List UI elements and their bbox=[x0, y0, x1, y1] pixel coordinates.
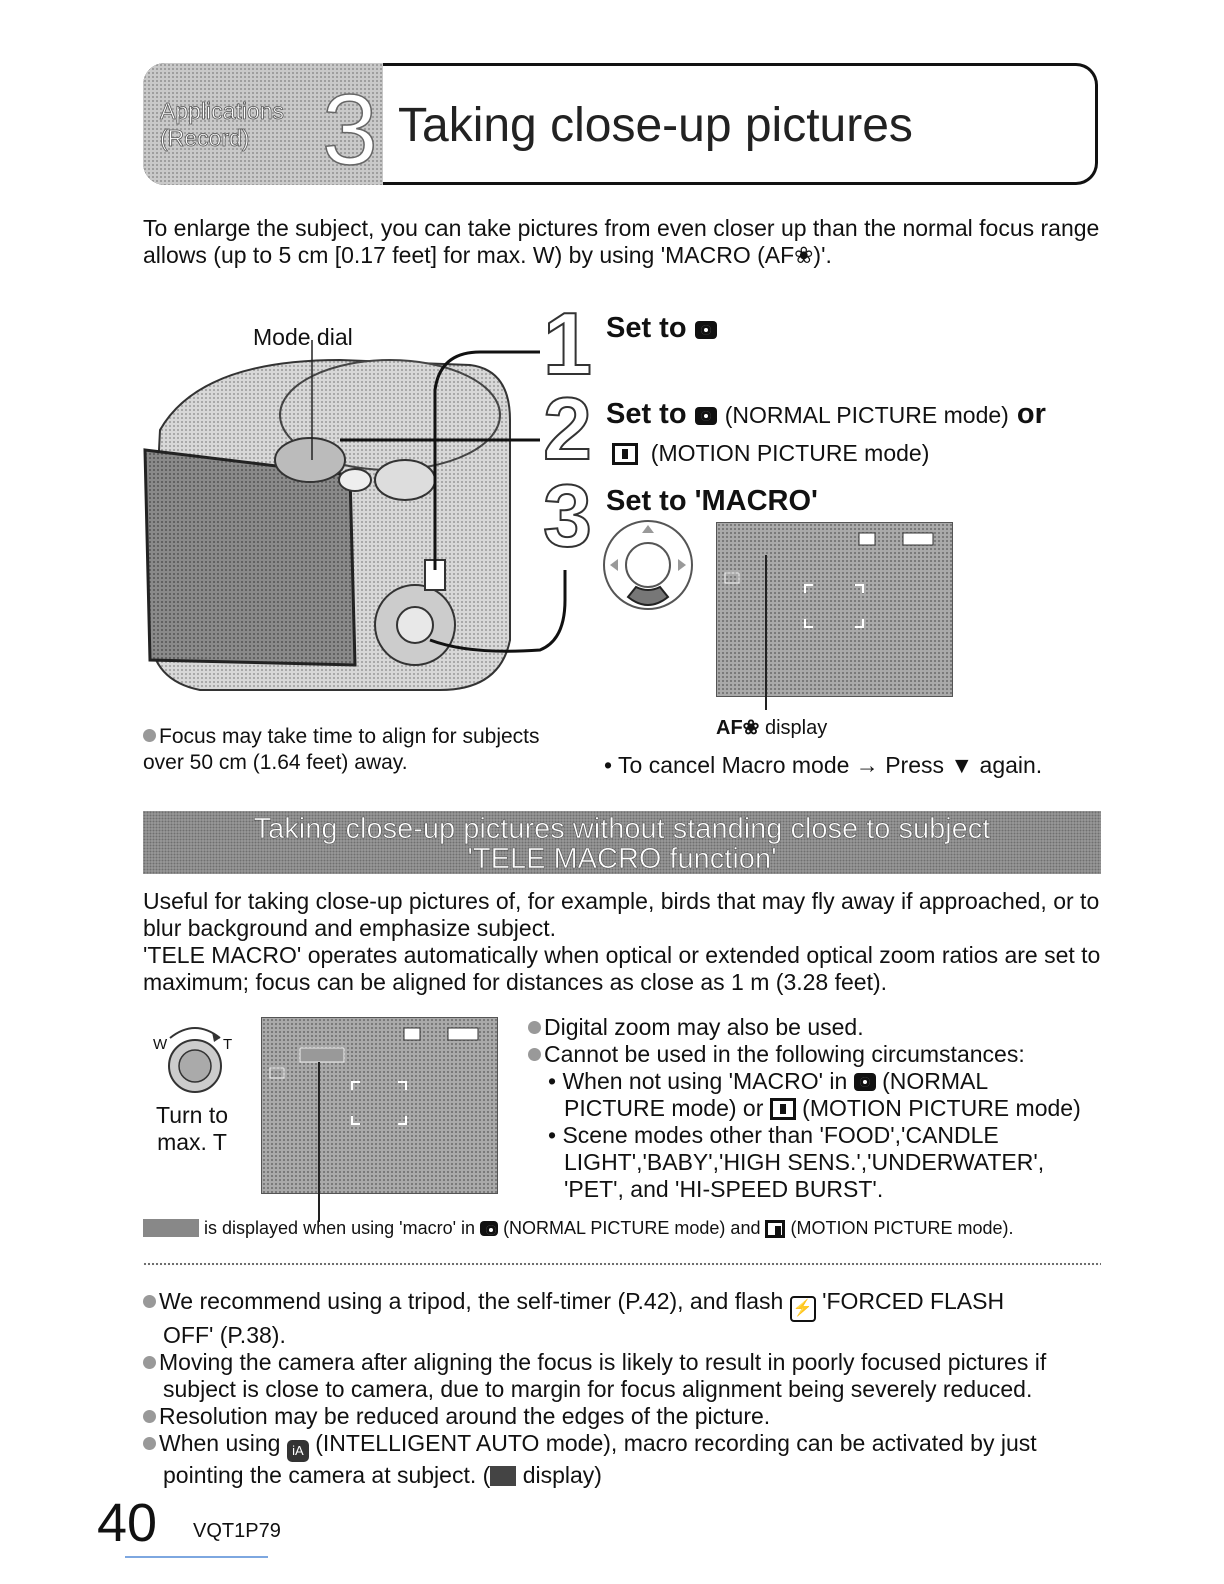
step-2-title: Set to (NORMAL PICTURE mode) or bbox=[606, 398, 1086, 431]
af-macro-icon: AF❀ bbox=[716, 717, 760, 739]
sub2-text-a: • Scene modes other than 'FOOD','CANDLE bbox=[548, 1122, 999, 1148]
bullet-icon bbox=[143, 1437, 156, 1450]
turn-label: Turn to max. T bbox=[156, 1102, 228, 1156]
bullet-icon bbox=[143, 1356, 156, 1369]
cursor-pad-icon bbox=[603, 520, 693, 610]
motion-picture-icon bbox=[769, 1098, 796, 1120]
af-leader-line bbox=[765, 555, 767, 710]
flash-off-icon: ⚡ bbox=[789, 1296, 816, 1322]
header-frame bbox=[143, 63, 1098, 185]
camera-illustration bbox=[143, 340, 567, 691]
bullet-icon bbox=[143, 1295, 156, 1308]
turn-label-line2: max. T bbox=[157, 1129, 227, 1155]
focus-note: Focus may take time to align for subject… bbox=[143, 724, 543, 776]
bullet-icon bbox=[143, 729, 156, 742]
zoom-w-label: W bbox=[153, 1036, 168, 1053]
tele-macro-icon bbox=[143, 1219, 199, 1237]
intelligent-auto-icon: iA bbox=[286, 1440, 309, 1462]
tele-para-2: 'TELE MACRO' operates automatically when… bbox=[143, 942, 1101, 995]
tele-bullets: Digital zoom may also be used. Cannot be… bbox=[528, 1014, 1108, 1203]
bullet-digital-zoom: Digital zoom may also be used. bbox=[544, 1014, 864, 1040]
tele-caption: is displayed when using 'macro' in (NORM… bbox=[143, 1218, 1014, 1239]
header-category-tab bbox=[143, 63, 383, 185]
camera-mode-icon bbox=[694, 321, 717, 339]
note4-a: When using bbox=[159, 1430, 281, 1456]
bullet-icon bbox=[528, 1021, 541, 1034]
band-line1: Taking close-up pictures without standin… bbox=[253, 813, 991, 845]
step-3-title: Set to 'MACRO' bbox=[606, 485, 818, 517]
band-line2: 'TELE MACRO function' bbox=[467, 843, 777, 875]
sub2-text-b: LIGHT','BABY','HIGH SENS.','UNDERWATER', bbox=[564, 1149, 1045, 1175]
zoom-lever-icon bbox=[168, 1027, 222, 1093]
tele-para-1: Useful for taking close-up pictures of, … bbox=[143, 888, 1100, 941]
af-display-text: display bbox=[764, 717, 828, 739]
note1-b: 'FORCED FLASH bbox=[822, 1288, 1005, 1314]
step-1-number: 1 bbox=[542, 294, 593, 393]
note2-a: Moving the camera after aligning the foc… bbox=[159, 1349, 1047, 1375]
lcd-tele-macro-screen bbox=[261, 1017, 498, 1194]
step-2-number: 2 bbox=[542, 379, 593, 478]
note4-c: pointing the camera at subject. ( bbox=[163, 1462, 491, 1488]
caption-text-a: is displayed when using 'macro' in bbox=[204, 1218, 476, 1238]
page-title: Taking close-up pictures bbox=[398, 99, 913, 152]
note1-a: We recommend using a tripod, the self-ti… bbox=[159, 1288, 784, 1314]
af-display-label: AF❀ display bbox=[716, 715, 827, 740]
sub1-text-c: PICTURE mode) or bbox=[564, 1095, 764, 1121]
page-number: 40 bbox=[97, 1493, 158, 1553]
lcd-macro-screen bbox=[716, 522, 953, 697]
motion-picture-label: (MOTION PICTURE mode) bbox=[650, 440, 930, 466]
bullet-cannot-use: Cannot be used in the following circumst… bbox=[544, 1041, 1025, 1067]
caption-text-c: (MOTION PICTURE mode). bbox=[790, 1218, 1014, 1238]
cancel-macro-note: • To cancel Macro mode → Press ▼ again. bbox=[604, 752, 1043, 778]
camera-mode-icon bbox=[694, 407, 717, 425]
turn-label-line1: Turn to bbox=[156, 1102, 229, 1128]
mode-dial-label: Mode dial bbox=[253, 324, 353, 350]
step-2-motion: (MOTION PICTURE mode) bbox=[612, 440, 929, 467]
or-label: or bbox=[1016, 398, 1046, 430]
bullet-icon bbox=[528, 1048, 541, 1061]
focus-note-text: Focus may take time to align for subject… bbox=[143, 725, 540, 774]
step-1-text: Set to bbox=[606, 312, 687, 344]
macro-scene-icon bbox=[490, 1466, 517, 1486]
intro-text: To enlarge the subject, you can take pic… bbox=[143, 215, 1100, 268]
footer-line bbox=[125, 1556, 268, 1558]
note4-b: (INTELLIGENT AUTO mode), macro recording… bbox=[315, 1430, 1037, 1456]
tele-leader-line bbox=[318, 1062, 320, 1222]
manual-code: VQT1P79 bbox=[193, 1520, 281, 1542]
motion-picture-icon bbox=[612, 443, 638, 465]
notes-list: We recommend using a tripod, the self-ti… bbox=[143, 1288, 1113, 1489]
note3: Resolution may be reduced around the edg… bbox=[159, 1403, 771, 1429]
camera-mode-icon bbox=[853, 1073, 876, 1091]
zoom-t-label: T bbox=[223, 1036, 233, 1053]
category-line1: Applications bbox=[160, 98, 285, 125]
note2-b: subject is close to camera, due to margi… bbox=[163, 1376, 1033, 1402]
motion-picture-icon bbox=[765, 1220, 786, 1238]
camera-mode-icon bbox=[480, 1221, 499, 1236]
sub1-text-a: • When not using 'MACRO' in bbox=[548, 1068, 848, 1094]
bullet-icon bbox=[143, 1410, 156, 1423]
tele-macro-band bbox=[143, 811, 1101, 874]
sub1-text-d: (MOTION PICTURE mode) bbox=[802, 1095, 1081, 1121]
note4-d: display) bbox=[522, 1462, 602, 1488]
step-2-text: Set to bbox=[606, 398, 687, 430]
normal-picture-label: (NORMAL PICTURE mode) bbox=[724, 402, 1009, 428]
category-line2: (Record) bbox=[160, 125, 250, 152]
step-1-title: Set to bbox=[606, 312, 717, 345]
note1-c: OFF' (P.38). bbox=[163, 1322, 286, 1348]
dotted-separator bbox=[143, 1262, 1101, 1266]
sub2-text-c: 'PET', and 'HI-SPEED BURST'. bbox=[564, 1176, 884, 1202]
header-category: Applications (Record) bbox=[160, 98, 285, 152]
step-3-number: 3 bbox=[542, 466, 593, 565]
chapter-number: 3 bbox=[321, 74, 378, 186]
caption-text-b: (NORMAL PICTURE mode) and bbox=[503, 1218, 761, 1238]
sub1-text-b: (NORMAL bbox=[882, 1068, 989, 1094]
tele-macro-heading: Taking close-up pictures without standin… bbox=[143, 811, 1101, 875]
